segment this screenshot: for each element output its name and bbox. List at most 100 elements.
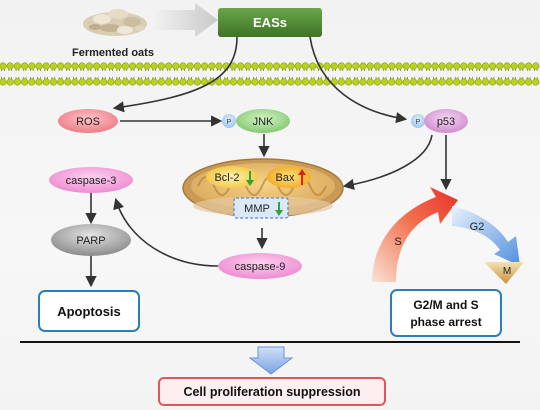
lipid-head <box>273 78 281 86</box>
p53-node <box>424 109 468 133</box>
caspase3-node <box>49 167 133 193</box>
lipid-head <box>100 62 108 70</box>
lipid-head <box>366 62 374 70</box>
lipid-head <box>503 62 511 70</box>
lipid-head <box>301 62 310 70</box>
grey-arrow-to-eass <box>150 3 218 37</box>
lipid-head <box>92 62 101 70</box>
pathway-arrows <box>85 36 452 288</box>
lipid-head <box>229 62 237 70</box>
g2-phase-label: G2 <box>470 221 485 233</box>
mmp-label: MMP <box>244 203 270 215</box>
lipid-head <box>121 78 129 86</box>
lipid-head <box>150 62 158 70</box>
lipid-head <box>510 62 518 70</box>
lipid-head <box>489 78 497 86</box>
lipid-head <box>474 78 482 86</box>
lipid-head <box>524 62 533 70</box>
lipid-head <box>424 78 432 86</box>
lipid-head <box>56 78 65 86</box>
lipid-head <box>309 78 317 86</box>
lipid-head <box>92 78 101 86</box>
lipid-head <box>316 78 324 86</box>
p53-phospho-label: P <box>416 119 421 126</box>
lipid-head <box>129 62 137 70</box>
bax-label: Bax <box>276 172 295 184</box>
bax-node <box>267 166 311 188</box>
lipid-head <box>366 78 374 86</box>
lipid-head <box>172 78 180 86</box>
arrow-eass-to-p53 <box>309 36 408 124</box>
lipid-head <box>193 62 201 70</box>
lipid-head <box>496 78 504 86</box>
lipid-head <box>287 62 295 70</box>
lipid-head <box>402 78 410 86</box>
cell-cycle-arrest-box <box>390 289 502 337</box>
cell-membrane <box>0 62 540 86</box>
lipid-head <box>395 78 403 86</box>
lipid-head <box>179 62 187 70</box>
lipid-head <box>157 62 165 70</box>
arrest-label-line2: phase arrest <box>410 315 481 329</box>
lipid-head <box>165 62 173 70</box>
caspase9-node <box>218 253 302 279</box>
apoptosis-label: Apoptosis <box>57 304 121 319</box>
p53-phospho-badge <box>411 114 425 128</box>
lipid-head <box>273 62 281 70</box>
lipid-head <box>107 78 115 86</box>
lipid-head <box>71 62 79 70</box>
lipid-head <box>352 62 360 70</box>
lipid-head <box>280 62 288 70</box>
lipid-head <box>114 78 122 86</box>
lipid-head <box>85 62 93 70</box>
lipid-head <box>150 78 158 86</box>
lipid-head <box>489 62 497 70</box>
lipid-head <box>28 62 36 70</box>
mmp-down-arrow-icon <box>275 202 283 216</box>
g2-phase-arrow <box>452 206 520 266</box>
lipid-head <box>517 78 526 86</box>
caspase3-label: caspase-3 <box>66 175 117 187</box>
lipid-head <box>345 78 353 86</box>
lipid-head <box>402 62 410 70</box>
lipid-head <box>100 78 108 86</box>
p53-label: p53 <box>437 116 455 128</box>
lipid-head <box>21 62 29 70</box>
jnk-phospho-label: P <box>227 119 232 126</box>
lipid-head <box>417 78 425 86</box>
jnk-phospho-badge <box>222 114 236 128</box>
s-phase-label: S <box>394 236 401 248</box>
lipid-head <box>49 62 58 70</box>
lipid-head <box>237 78 245 86</box>
eass-label: EASs <box>253 15 287 30</box>
lipid-head <box>56 62 65 70</box>
lipid-head <box>165 78 173 86</box>
fermented-oats-label: Fermented oats <box>72 47 154 59</box>
lipid-head <box>71 78 79 86</box>
lipid-head <box>21 78 29 86</box>
lipid-head <box>136 78 144 86</box>
lipid-head <box>431 78 439 86</box>
bcl2-label: Bcl-2 <box>214 172 239 184</box>
oats-image <box>83 9 147 36</box>
parp-node <box>51 224 131 256</box>
lipid-head <box>381 78 389 86</box>
lipid-head <box>467 62 475 70</box>
bcl2-node <box>206 166 258 188</box>
bax-up-arrow-icon <box>298 169 306 185</box>
lipid-head <box>237 62 245 70</box>
lipid-head <box>409 62 418 70</box>
bcl2-down-arrow-icon <box>246 171 254 186</box>
lipid-head <box>510 78 518 86</box>
lipid-head <box>345 62 353 70</box>
lipid-head <box>453 62 461 70</box>
lipid-head <box>136 62 144 70</box>
lipid-head <box>0 62 7 70</box>
lipid-head <box>186 78 194 86</box>
lipid-head <box>157 78 165 86</box>
lipid-head <box>460 62 468 70</box>
lipid-head <box>78 78 86 86</box>
lipid-head <box>395 62 403 70</box>
lipid-head <box>373 78 382 86</box>
